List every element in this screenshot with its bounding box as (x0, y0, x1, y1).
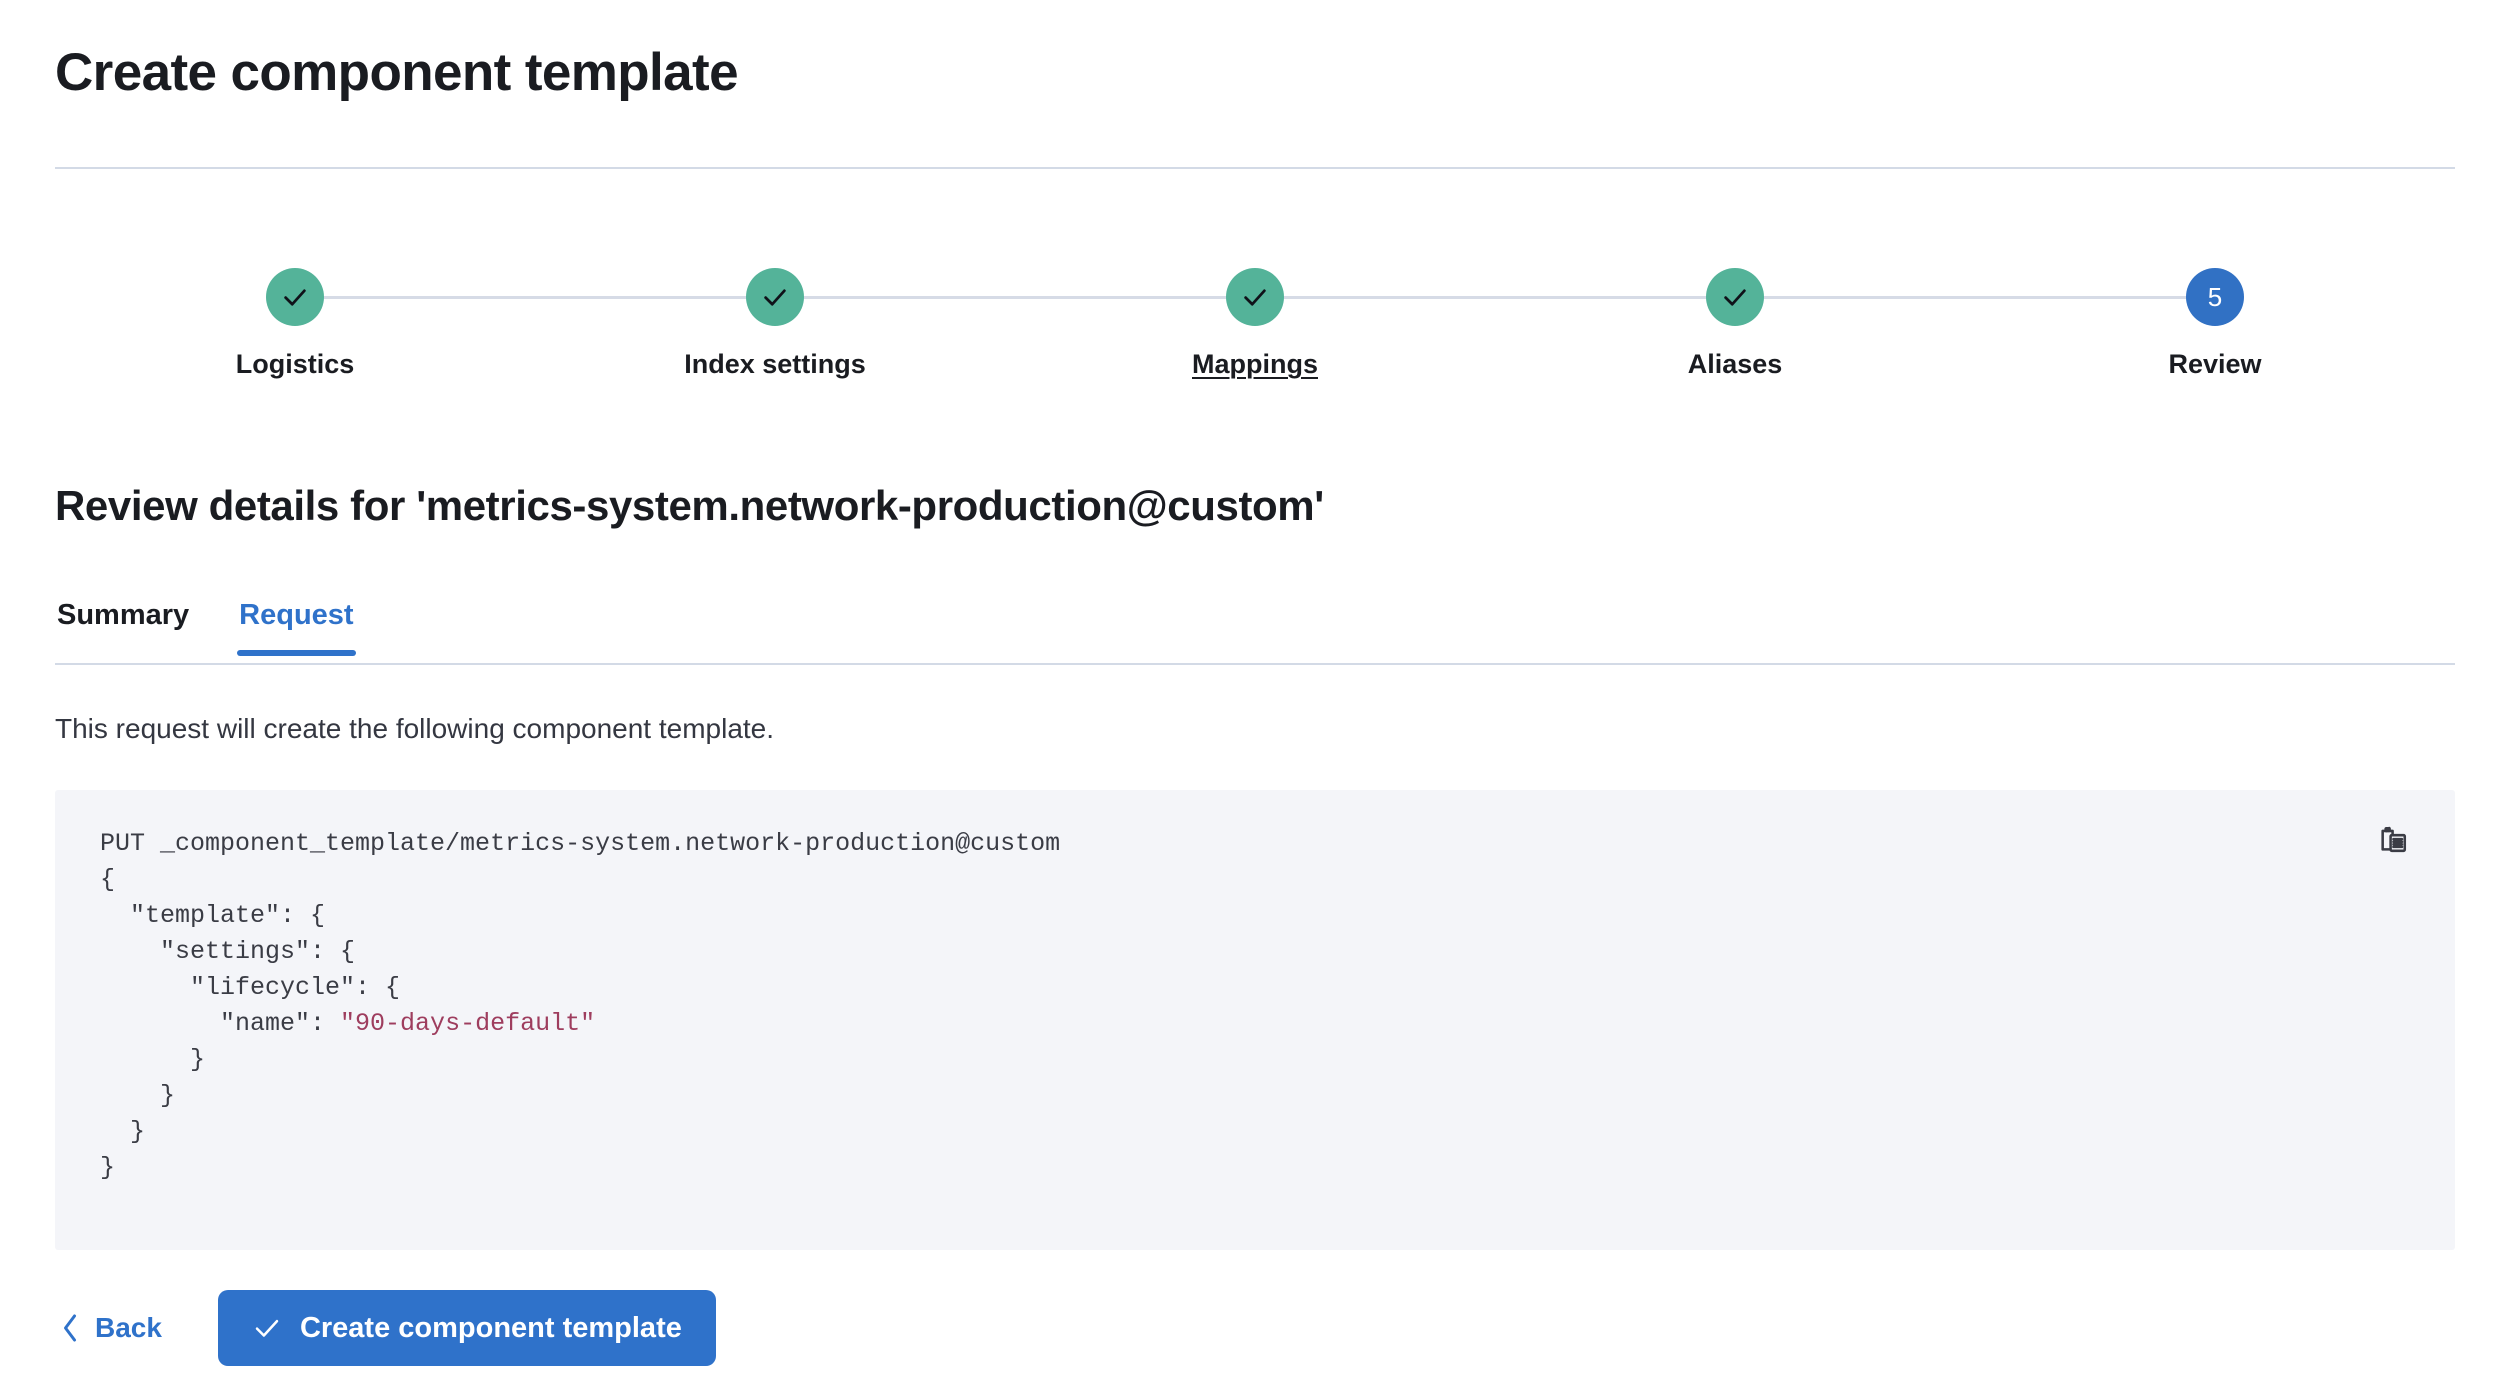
tab-request[interactable]: Request (237, 590, 357, 656)
create-component-template-button[interactable]: Create component template (217, 1290, 716, 1366)
stepper-step-label[interactable]: Index settings (684, 349, 866, 379)
page-title: Create component template (55, 43, 739, 102)
stepper-step-mappings[interactable]: Mappings (1045, 250, 1465, 380)
request-code-panel: PUT _component_template/metrics-system.n… (55, 790, 2455, 1250)
check-icon (1706, 268, 1764, 326)
back-button[interactable]: Back (55, 1305, 166, 1351)
chevron-left-icon (59, 1313, 81, 1343)
step-number: 5 (2207, 282, 2223, 312)
stepper-step-label[interactable]: Review (2168, 349, 2262, 379)
code-string-value: "90-days-default" (340, 1009, 596, 1038)
check-icon (746, 268, 804, 326)
check-icon (252, 1313, 282, 1343)
stepper-step-label[interactable]: Aliases (1687, 349, 1783, 379)
stepper-connector (797, 296, 1233, 299)
stepper-connector (317, 296, 753, 299)
stepper-step-index-settings[interactable]: Index settings (565, 250, 985, 380)
stepper-step-logistics[interactable]: Logistics (85, 250, 505, 380)
create-component-template-button-label: Create component template (299, 1311, 682, 1344)
step-number-badge: 5 (2186, 268, 2244, 326)
stepper-connector (1277, 296, 1713, 299)
code-body-open: { "template": { "settings": { "lifecycle… (100, 865, 401, 1038)
title-divider (55, 167, 2455, 169)
copy-clipboard-icon[interactable] (2371, 820, 2417, 866)
request-description: This request will create the following c… (55, 713, 775, 744)
stepper-step-aliases[interactable]: Aliases (1525, 250, 1945, 380)
back-button-label: Back (95, 1312, 162, 1343)
stepper-step-label[interactable]: Mappings (1192, 349, 1318, 379)
review-tabs: Summary Request (55, 590, 2455, 665)
wizard-actions: Back Create component template (55, 1290, 716, 1366)
request-code-block: PUT _component_template/metrics-system.n… (100, 826, 1060, 1186)
stepper-connector (1757, 296, 2193, 299)
check-icon (266, 268, 324, 326)
review-heading: Review details for 'metrics-system.netwo… (55, 482, 1324, 529)
tab-summary[interactable]: Summary (55, 590, 191, 654)
check-icon (1226, 268, 1284, 326)
code-body-close: } } } } (100, 1045, 206, 1182)
code-method-line: PUT _component_template/metrics-system.n… (100, 829, 1061, 858)
stepper-step-label[interactable]: Logistics (235, 349, 355, 379)
